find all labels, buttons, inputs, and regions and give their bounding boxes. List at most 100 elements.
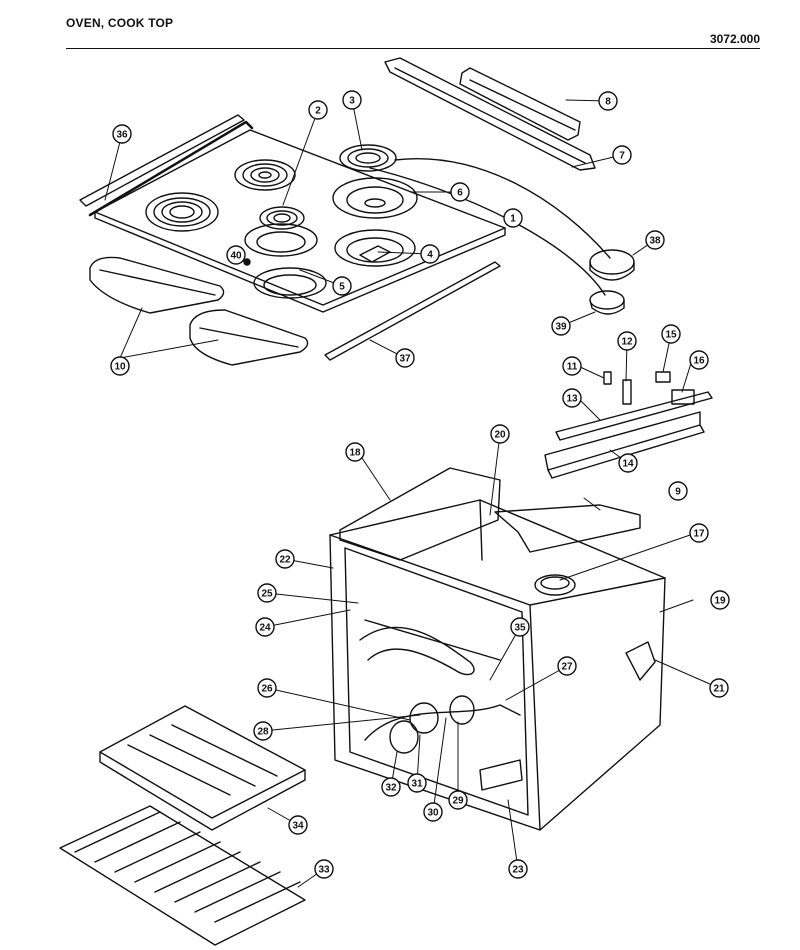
svg-text:14: 14 [622,459,634,470]
oven-cavity-assembly [329,467,666,831]
drip-bowl-front [253,267,327,299]
svg-text:7: 7 [619,151,625,162]
callout-13: 13 [562,388,582,408]
svg-text:33: 33 [318,865,330,876]
callout-7: 7 [612,145,632,165]
callout-21: 21 [709,678,729,698]
part-number: 3072.000 [709,32,760,46]
callout-9: 9 [668,481,688,501]
svg-text:12: 12 [621,337,633,348]
burner-left-large [145,192,219,232]
callout-37: 37 [395,348,415,368]
svg-text:22: 22 [279,555,291,566]
callout-19: 19 [710,590,730,610]
svg-text:10: 10 [114,362,126,373]
svg-text:25: 25 [261,589,273,600]
trim-strip-left [79,114,245,207]
rear-trim-bar [384,57,596,171]
rear-bracket [459,67,581,141]
svg-text:18: 18 [349,448,361,459]
oven-body-side [529,577,666,831]
svg-text:34: 34 [292,821,304,832]
callout-3: 3 [342,90,362,110]
callout-5: 5 [332,276,352,296]
callout-10: 10 [110,356,130,376]
svg-text:21: 21 [713,684,725,695]
svg-text:2: 2 [315,106,321,117]
callout-32: 32 [381,777,401,797]
callout-27: 27 [557,656,577,676]
svg-text:40: 40 [230,251,242,262]
burner-back-left [234,159,296,191]
drip-bowl-rear [332,177,418,219]
callout-26: 26 [257,678,277,698]
drip-bowl-right [334,229,416,267]
svg-text:13: 13 [566,394,578,405]
callout-29: 29 [448,790,468,810]
callout-8: 8 [598,91,618,111]
page-title: OVEN, COOK TOP [66,16,174,30]
svg-text:24: 24 [259,623,271,634]
heat-shield [494,504,641,553]
callout-23: 23 [508,859,528,879]
callout-2: 2 [308,100,328,120]
callout-22: 22 [275,549,295,569]
insulation-blanket [339,467,501,561]
callout-30: 30 [423,802,443,822]
svg-text:23: 23 [512,865,524,876]
callout-38: 38 [645,230,665,250]
svg-text:6: 6 [457,188,463,199]
callout-24: 24 [255,617,275,637]
drip-tray-left [89,256,225,314]
broiler-pan [99,705,306,831]
svg-text:26: 26 [261,684,273,695]
header-rule [66,48,760,49]
callout-17: 17 [689,523,709,543]
callout-25: 25 [257,583,277,603]
svg-text:16: 16 [693,356,705,367]
svg-text:35: 35 [514,623,526,634]
svg-text:30: 30 [427,808,439,819]
callout-33: 33 [314,859,334,879]
oven-rack [59,805,306,946]
callout-39: 39 [551,316,571,336]
callout-leaders [104,99,720,888]
svg-text:28: 28 [257,727,269,738]
callout-35: 35 [510,617,530,637]
svg-text:39: 39 [555,322,567,333]
callout-12: 12 [617,331,637,351]
callout-11: 11 [562,356,582,376]
page-header: OVEN, COOK TOP 3072.000 [66,8,760,49]
svg-text:37: 37 [399,354,411,365]
drip-tray-right [189,309,309,366]
callout-20: 20 [490,424,510,444]
svg-text:11: 11 [567,362,578,373]
svg-text:29: 29 [452,796,464,807]
svg-text:36: 36 [116,130,128,141]
svg-text:19: 19 [714,596,726,607]
svg-text:9: 9 [675,487,681,498]
callout-40: 40 [226,245,246,265]
drip-bowl-center [244,223,318,257]
svg-text:3: 3 [349,96,355,107]
svg-text:4: 4 [427,250,433,261]
svg-text:8: 8 [605,97,611,108]
svg-text:17: 17 [693,529,705,540]
callout-1: 1 [503,208,523,228]
callout-34: 34 [288,815,308,835]
svg-text:1: 1 [510,214,516,225]
oven-body-front [329,534,541,831]
callout-6: 6 [450,182,470,202]
callout-28: 28 [253,721,273,741]
callout-bubbles: 1 2 3 4 5 6 7 8 9 10 11 12 13 14 15 16 1… [110,90,730,879]
callout-16: 16 [689,350,709,370]
svg-text:32: 32 [385,783,397,794]
burner-front-center [259,206,305,230]
svg-text:20: 20 [494,430,506,441]
svg-text:15: 15 [665,330,677,341]
svg-text:5: 5 [339,282,345,293]
burner-rear-right [339,144,397,172]
callout-31: 31 [407,773,427,793]
callout-14: 14 [618,453,638,473]
